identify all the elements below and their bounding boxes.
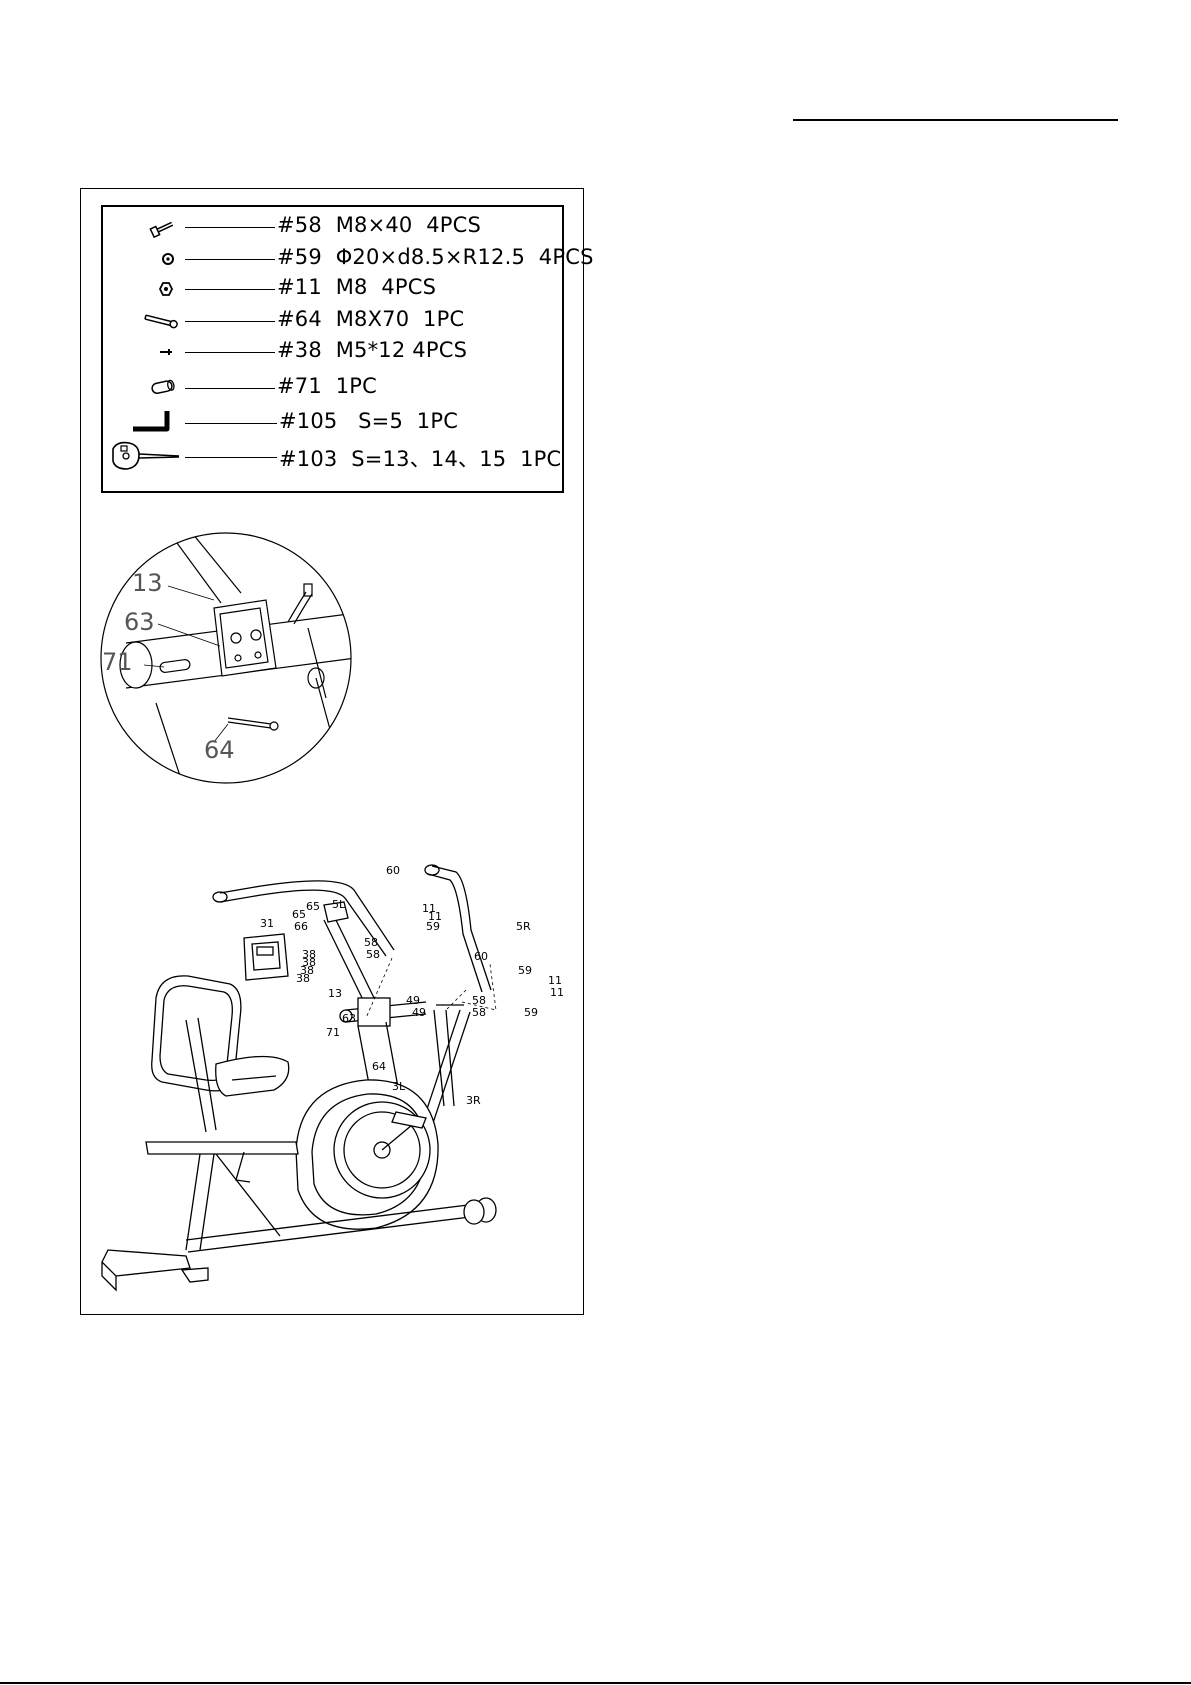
bolt-icon bbox=[149, 217, 175, 239]
exploded-assembly-drawing: 60 65 5L 11 11 65 66 59 31 58 58 38 38 3… bbox=[96, 850, 576, 1305]
part-label-11: #11 M8 4PCS bbox=[277, 275, 436, 299]
exploded-callout-49-b: 49 bbox=[412, 1006, 426, 1019]
exploded-callout-58-b: 58 bbox=[366, 948, 380, 961]
exploded-callout-65: 65 bbox=[306, 900, 320, 913]
detail-callout-71: 71 bbox=[102, 648, 133, 676]
exploded-callout-66: 66 bbox=[294, 920, 308, 933]
detail-callout-13: 13 bbox=[132, 569, 163, 597]
exploded-callout-59-c: 59 bbox=[524, 1006, 538, 1019]
part-label-64: #64 M8X70 1PC bbox=[277, 307, 464, 331]
nut-icon bbox=[159, 282, 173, 296]
part-row-71: #71 1PC bbox=[103, 374, 562, 404]
curved-washer-icon bbox=[161, 251, 175, 267]
part-label-103: #103 S=13、14、15 1PC bbox=[279, 443, 561, 473]
exploded-callout-60-b: 60 bbox=[474, 950, 488, 963]
exploded-callout-63: 63 bbox=[342, 1012, 356, 1025]
exploded-callout-64: 64 bbox=[372, 1060, 386, 1073]
exploded-callout-59-b: 59 bbox=[518, 964, 532, 977]
part-row-58: #58 M8×40 4PCS bbox=[103, 213, 562, 243]
exploded-callout-71: 71 bbox=[326, 1026, 340, 1039]
detail-callout-64: 64 bbox=[204, 736, 235, 764]
part-row-59: #59 Φ20×d8.5×R12.5 4PCS bbox=[103, 245, 562, 275]
header-rule bbox=[793, 119, 1118, 121]
part-label-58: #58 M8×40 4PCS bbox=[277, 213, 481, 237]
part-row-103: #103 S=13、14、15 1PC bbox=[103, 443, 562, 473]
screw-icon bbox=[159, 348, 173, 356]
part-row-64: #64 M8X70 1PC bbox=[103, 307, 562, 337]
exploded-callout-60: 60 bbox=[386, 864, 400, 877]
footer-rule bbox=[0, 1682, 1191, 1684]
part-row-11: #11 M8 4PCS bbox=[103, 275, 562, 305]
exploded-callout-3r: 3R bbox=[466, 1094, 481, 1107]
long-bolt-icon bbox=[143, 309, 179, 333]
part-label-59: #59 Φ20×d8.5×R12.5 4PCS bbox=[277, 245, 594, 269]
exploded-callout-58-d: 58 bbox=[472, 1006, 486, 1019]
detail-callout-63: 63 bbox=[124, 608, 155, 636]
wrench-icon bbox=[109, 439, 183, 477]
exploded-callout-5r: 5R bbox=[516, 920, 531, 933]
exploded-callout-5l: 5L bbox=[332, 898, 346, 911]
exploded-callout-11-d: 11 bbox=[550, 986, 564, 999]
part-label-71: #71 1PC bbox=[277, 374, 377, 398]
pin-icon bbox=[149, 378, 177, 396]
part-row-38: #38 M5*12 4PCS bbox=[103, 338, 562, 368]
part-label-105: #105 S=5 1PC bbox=[279, 409, 458, 433]
hardware-parts-list: #58 M8×40 4PCS #59 Φ20×d8.5×R12.5 4PCS #… bbox=[101, 205, 564, 493]
part-label-38: #38 M5*12 4PCS bbox=[277, 338, 467, 362]
exploded-callout-13: 13 bbox=[328, 987, 342, 1000]
exploded-callout-38-d: 38 bbox=[296, 972, 310, 985]
detail-view-circle: 13 63 71 64 bbox=[96, 528, 356, 788]
allen-key-icon bbox=[131, 409, 175, 435]
exploded-callout-3l: 3L bbox=[392, 1080, 406, 1093]
part-row-105: #105 S=5 1PC bbox=[103, 407, 562, 437]
exploded-callout-59: 59 bbox=[426, 920, 440, 933]
exploded-callout-31: 31 bbox=[260, 917, 274, 930]
